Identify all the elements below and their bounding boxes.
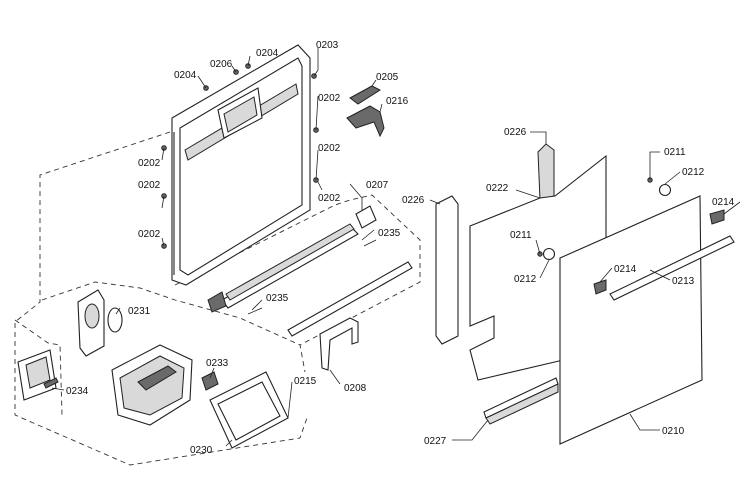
side-strips xyxy=(435,143,555,345)
label-0231: 0231 xyxy=(128,306,151,317)
label-0203: 0203 xyxy=(316,40,339,51)
label-0226-left: 0226 xyxy=(402,195,425,206)
dispenser-unit xyxy=(111,344,219,426)
label-0207: 0207 xyxy=(366,180,389,191)
door-liner xyxy=(171,44,311,286)
label-0235-right: 0235 xyxy=(378,228,401,239)
label-0234: 0234 xyxy=(66,386,89,397)
label-0222: 0222 xyxy=(486,183,509,194)
gasket-frame xyxy=(209,371,289,449)
control-plate xyxy=(17,349,59,401)
lower-rail xyxy=(287,261,413,371)
label-0235-left: 0235 xyxy=(266,293,289,304)
part-labels: 0203 0204 0206 0204 0205 0216 0202 0202 … xyxy=(66,40,735,456)
label-0202-top-right: 0202 xyxy=(318,93,341,104)
label-0212-right: 0212 xyxy=(682,167,705,178)
outer-door-panel xyxy=(559,195,703,445)
door-handle xyxy=(537,177,735,301)
leader-lines xyxy=(51,48,741,447)
label-0227: 0227 xyxy=(424,436,447,447)
label-0206: 0206 xyxy=(210,59,233,70)
label-0202-top-left: 0202 xyxy=(138,158,161,169)
label-0213: 0213 xyxy=(672,276,695,287)
label-0212-center: 0212 xyxy=(514,274,537,285)
label-0215: 0215 xyxy=(294,376,317,387)
label-0202-mid-right: 0202 xyxy=(318,143,341,154)
bottom-seal xyxy=(207,205,377,315)
label-0205: 0205 xyxy=(376,72,399,83)
label-0214-center: 0214 xyxy=(614,264,637,275)
label-0204-left: 0204 xyxy=(174,70,197,81)
label-0233: 0233 xyxy=(206,358,229,369)
hinge-parts xyxy=(346,85,385,138)
label-0202-low-left: 0202 xyxy=(138,229,161,240)
dispenser-holder xyxy=(77,289,123,357)
label-0216: 0216 xyxy=(386,96,409,107)
label-0211-center: 0211 xyxy=(510,230,532,241)
label-0230: 0230 xyxy=(190,445,213,456)
label-0204-right: 0204 xyxy=(256,48,279,59)
label-0214-right: 0214 xyxy=(712,197,735,208)
bottom-trim xyxy=(483,377,559,425)
label-0208: 0208 xyxy=(344,383,367,394)
label-0226-top: 0226 xyxy=(504,127,527,138)
label-0202-low-right: 0202 xyxy=(318,193,341,204)
label-0211-right: 0211 xyxy=(664,147,686,158)
label-0210: 0210 xyxy=(662,426,685,437)
label-0202-mid-left: 0202 xyxy=(138,180,161,191)
group-outlines xyxy=(14,131,421,466)
